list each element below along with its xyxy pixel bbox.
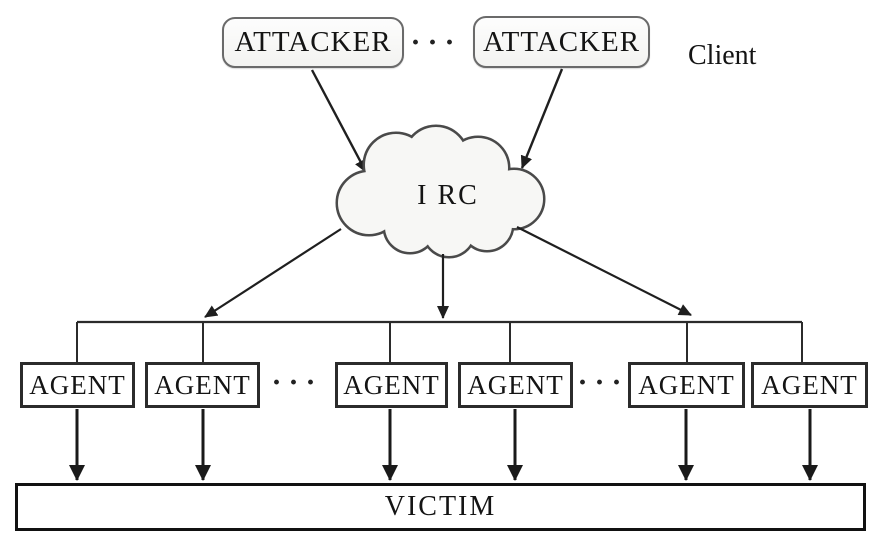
agent-ellipsis-left: ··· — [271, 366, 323, 399]
agent-label-6: AGENT — [761, 369, 858, 400]
agent-box-4: AGENT — [458, 362, 573, 408]
agent-label-5: AGENT — [638, 369, 735, 400]
attacker1-to-irc-arrow — [310, 69, 368, 173]
attacker-label-2: ATTACKER — [482, 25, 641, 58]
attacker-box-2: ATTACKER — [473, 16, 650, 68]
irc-cloud-shape — [335, 124, 546, 259]
attacker-ellipsis: ··· — [410, 26, 462, 59]
agent-box-1: AGENT — [20, 362, 135, 408]
irc-to-bus-left-arrow — [204, 228, 342, 318]
irc-cloud-label: I RC — [417, 180, 479, 211]
agent-label-3: AGENT — [343, 369, 440, 400]
victim-label: VICTIM — [384, 491, 497, 522]
attacker-label-1: ATTACKER — [234, 26, 392, 58]
agent-ellipsis-right: ··· — [577, 366, 629, 399]
agent-label-2: AGENT — [154, 369, 251, 400]
client-label: Client — [688, 40, 757, 71]
agent-box-6: AGENT — [751, 362, 868, 408]
irc-to-bus-right-arrow — [516, 226, 692, 316]
agent-label-1: AGENT — [29, 369, 126, 400]
victim-box: VICTIM — [15, 483, 866, 531]
agent-box-2: AGENT — [145, 362, 260, 408]
agent-box-3: AGENT — [335, 362, 448, 408]
agent-box-5: AGENT — [628, 362, 745, 408]
attacker2-to-irc-arrow — [520, 68, 564, 169]
agent-label-4: AGENT — [467, 369, 564, 400]
attacker-box-1: ATTACKER — [222, 17, 404, 68]
